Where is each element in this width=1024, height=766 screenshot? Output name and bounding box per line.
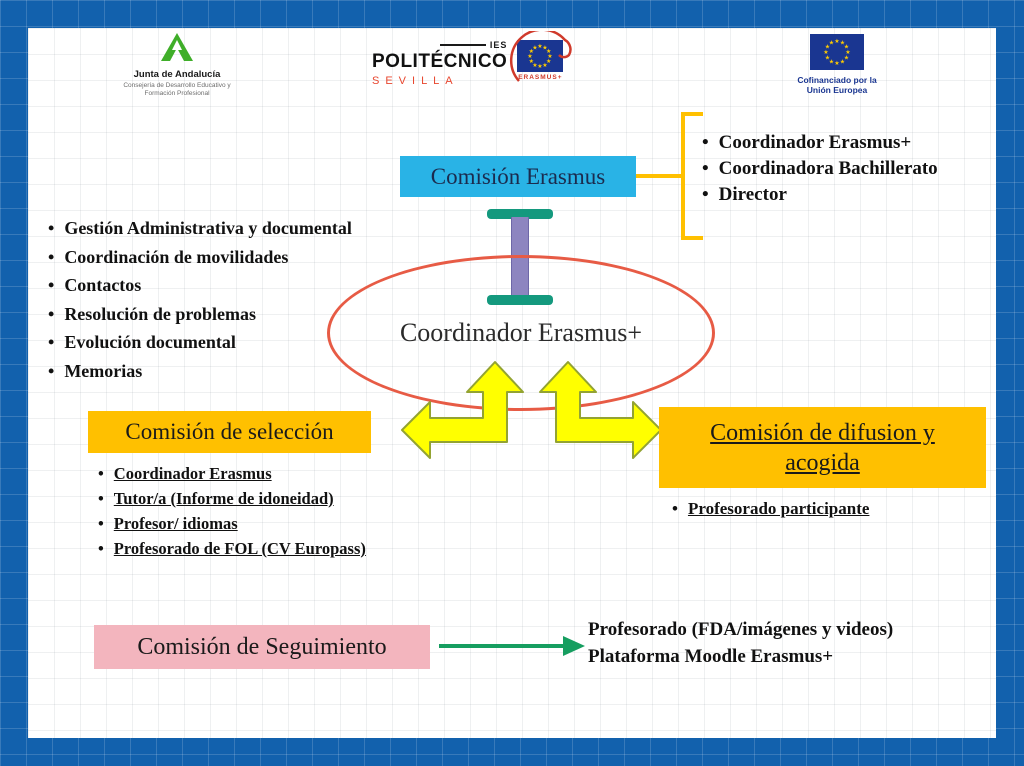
- bracket-mid-stub: [636, 174, 681, 178]
- coordinador-erasmus-ellipse: Coordinador Erasmus+: [327, 255, 715, 411]
- list-item: Evolución documental: [48, 328, 448, 357]
- member-label: Profesorado de FOL (CV Europass): [113, 539, 366, 558]
- output-line: Plataforma Moodle Erasmus+: [588, 646, 834, 667]
- ies-politecnico-logo: IES POLITÉCNICO SEVILLA ★★★★★★★★★★★★ ERA…: [372, 31, 579, 96]
- member-label: Profesor/ idiomas: [113, 514, 238, 533]
- task-label: Contactos: [64, 275, 142, 295]
- svg-text:★: ★: [845, 49, 850, 56]
- ies-rule: [439, 44, 486, 46]
- coordinador-erasmus-title: Coordinador Erasmus+: [399, 318, 643, 347]
- junta-name: Junta de Andalucía: [133, 69, 221, 80]
- list-item: Memorias: [48, 357, 448, 386]
- bracket-line: [681, 112, 685, 240]
- comision-difusion-title: Comisión de difusion y acogida: [710, 419, 935, 476]
- task-label: Memorias: [64, 360, 143, 381]
- svg-text:★: ★: [538, 63, 543, 70]
- ies-erasmus-flag: ★★★★★★★★★★★★ ERASMUS+: [510, 31, 579, 96]
- svg-text:★: ★: [823, 49, 828, 56]
- seguimiento-outputs: Profesorado (FDA/imágenes y videos) Plat…: [588, 616, 978, 670]
- eu-stars-icon: ★★★★★★★★★★★★: [823, 38, 850, 67]
- comision-erasmus-title: Comisión Erasmus: [430, 163, 606, 189]
- ies-pre: IES: [372, 40, 507, 50]
- erasmus-plus-label: ERASMUS+: [518, 74, 563, 81]
- list-item: Profesorado de FOL (CV Europass): [98, 536, 468, 561]
- comision-seguimiento-box: Comisión de Seguimiento: [94, 625, 430, 669]
- ies-name: POLITÉCNICO: [372, 51, 508, 72]
- svg-text:★: ★: [543, 62, 548, 69]
- coordinator-tasks: Gestión Administrativa y documental Coor…: [48, 214, 448, 385]
- svg-text:★: ★: [829, 59, 834, 66]
- member-label: Director: [718, 184, 787, 205]
- svg-text:★: ★: [844, 55, 849, 62]
- comision-seleccion-members: Coordinador Erasmus Tutor/a (Informe de …: [98, 461, 468, 561]
- comision-seguimiento-title: Comisión de Seguimiento: [137, 633, 387, 660]
- comision-difusion-box: Comisión de difusion y acogida: [659, 407, 986, 488]
- member-label: Coordinador Erasmus+: [718, 132, 912, 153]
- list-item: Coordinador Erasmus+: [702, 130, 992, 156]
- member-label: Coordinadora Bachillerato: [718, 158, 938, 179]
- ies-city: SEVILLA: [372, 75, 459, 87]
- eu-flag-icon: ★★★★★★★★★★★★: [517, 40, 564, 72]
- list-item: Profesor/ idiomas: [98, 511, 468, 536]
- member-label: Tutor/a (Informe de idoneidad): [113, 489, 334, 508]
- ibeam-connector-top: [487, 209, 553, 219]
- eu-stars-icon: ★★★★★★★★★★★★: [528, 43, 553, 70]
- list-item: Coordinador Erasmus: [98, 461, 468, 486]
- junta-andalucia-icon: [161, 33, 193, 61]
- task-label: Resolución de problemas: [64, 303, 256, 324]
- bracket-bottom-stub: [681, 236, 703, 240]
- list-item: Gestión Administrativa y documental: [48, 214, 448, 243]
- eu-caption: Cofinanciado por la Unión Europea: [797, 75, 877, 95]
- task-label: Evolución documental: [64, 332, 236, 352]
- svg-text:★: ★: [840, 59, 845, 66]
- svg-text:★: ★: [840, 40, 845, 47]
- comision-seleccion-title: Comisión de selección: [125, 419, 334, 444]
- task-label: Coordinación de movilidades: [64, 246, 289, 267]
- task-label: Gestión Administrativa y documental: [64, 218, 352, 238]
- arrow-left-icon: [401, 361, 524, 459]
- svg-text:★: ★: [533, 45, 538, 52]
- junta-dept: Consejería de Desarrollo Educativo y For…: [123, 82, 231, 97]
- list-item: Director: [702, 182, 992, 208]
- list-item: Coordinación de movilidades: [48, 243, 448, 272]
- svg-text:★: ★: [829, 40, 834, 47]
- comision-erasmus-members: Coordinador Erasmus+ Coordinadora Bachil…: [702, 130, 992, 208]
- branch-arrows-icon: [401, 361, 662, 459]
- arrow-right-icon: [539, 361, 662, 459]
- svg-text:★: ★: [834, 38, 839, 45]
- ies-pre-label: IES: [489, 40, 508, 50]
- eu-cofinanciado-logo: ★★★★★★★★★★★★ Cofinanciado por la Unión E…: [782, 34, 892, 95]
- member-label: Coordinador Erasmus: [113, 464, 272, 483]
- list-item: Contactos: [48, 271, 448, 300]
- ies-logo-text: IES POLITÉCNICO SEVILLA: [372, 40, 507, 87]
- bracket-top-stub: [681, 112, 703, 116]
- member-label: Profesorado participante: [687, 499, 870, 518]
- svg-text:★: ★: [834, 60, 839, 67]
- svg-text:★: ★: [825, 44, 830, 51]
- list-item: Resolución de problemas: [48, 300, 448, 329]
- comision-seleccion-box: Comisión de selección: [88, 411, 371, 453]
- svg-text:★: ★: [825, 55, 830, 62]
- list-item: Coordinadora Bachillerato: [702, 156, 992, 182]
- comision-erasmus-box: Comisión Erasmus: [400, 156, 636, 197]
- svg-text:★: ★: [844, 44, 849, 51]
- output-line: Profesorado (FDA/imágenes y videos): [588, 619, 894, 640]
- junta-andalucia-logo: Junta de Andalucía Consejería de Desarro…: [122, 32, 232, 98]
- list-item: Tutor/a (Informe de idoneidad): [98, 486, 468, 511]
- eu-flag-icon: ★★★★★★★★★★★★: [810, 34, 864, 70]
- comision-difusion-members: Profesorado participante: [672, 499, 972, 519]
- green-arrow-icon: [439, 636, 585, 656]
